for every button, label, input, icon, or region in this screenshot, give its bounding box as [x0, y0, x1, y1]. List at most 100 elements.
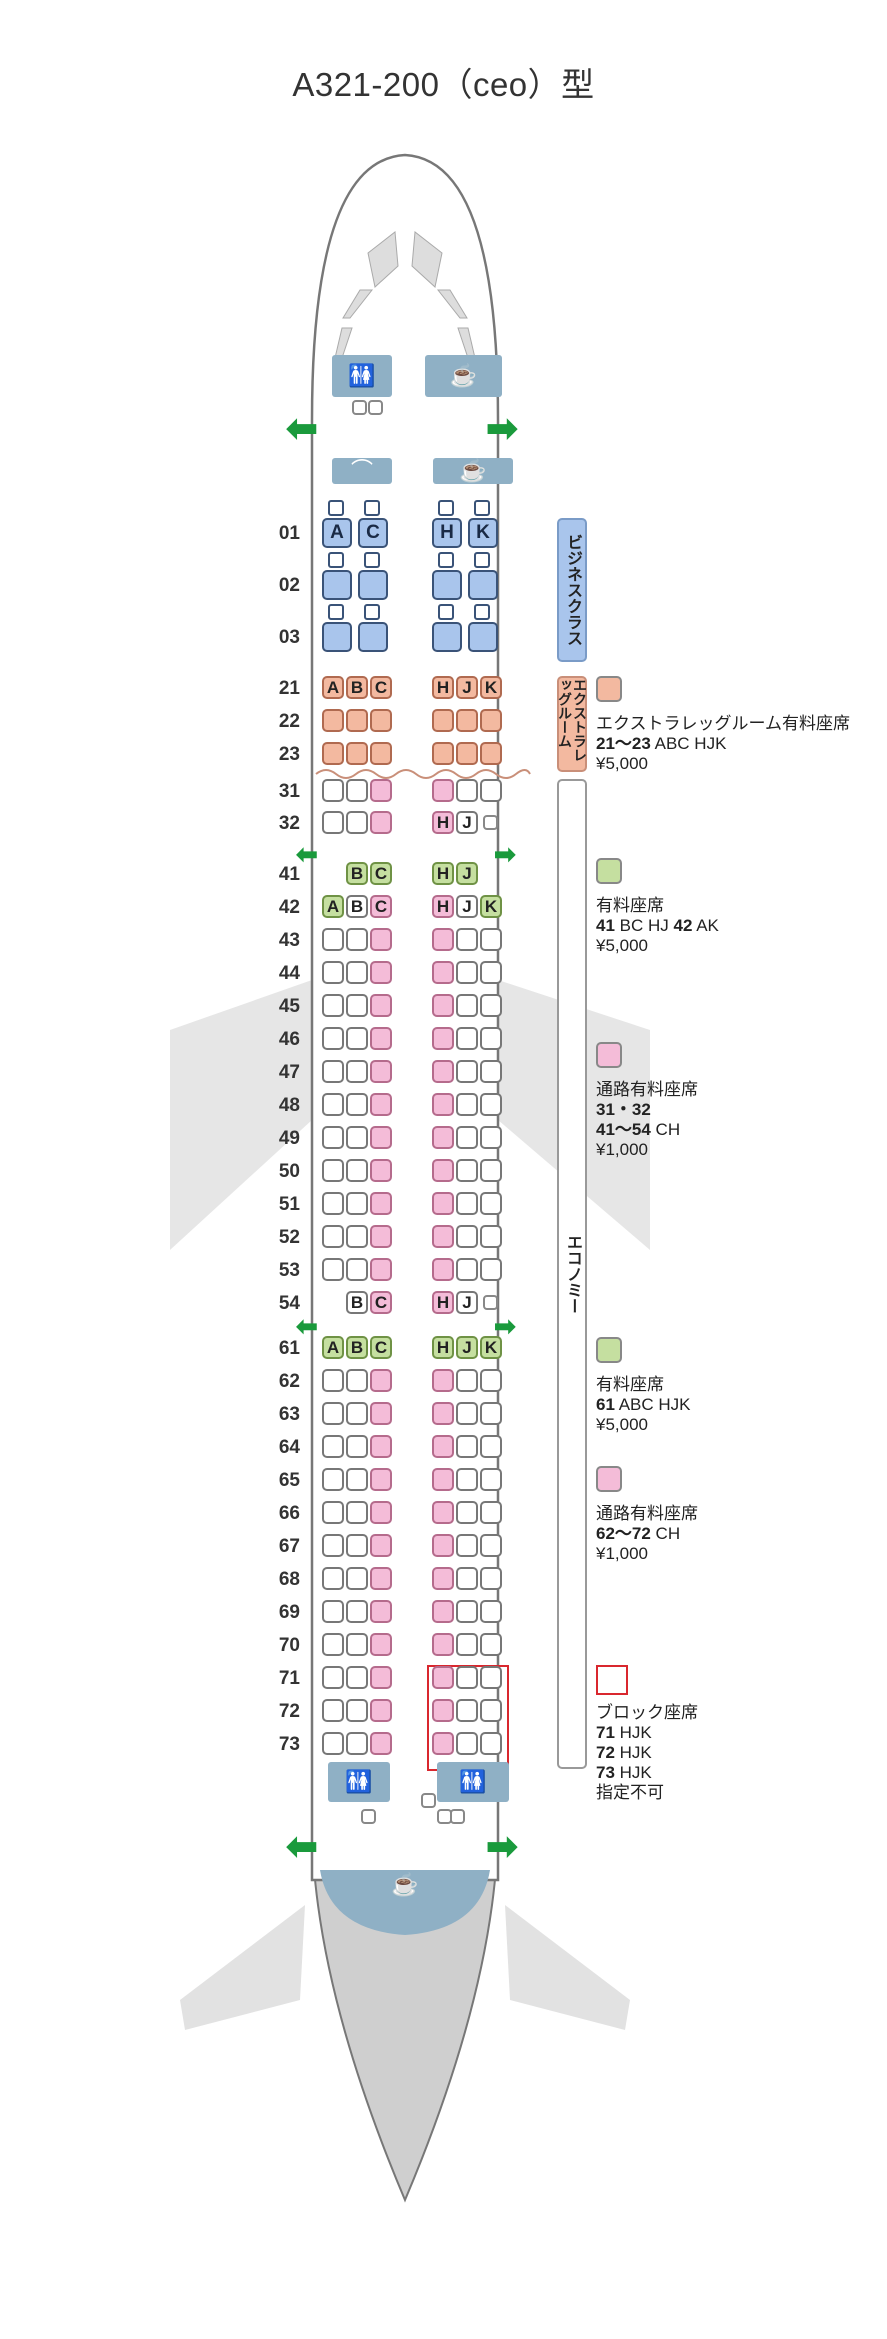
row-number: 61	[278, 1338, 300, 1359]
business-seat	[432, 570, 462, 600]
seat	[346, 779, 368, 802]
seat	[346, 928, 368, 951]
page-title: A321-200（ceo）型	[292, 66, 595, 103]
legend-swatch	[596, 1042, 622, 1068]
seat	[432, 1159, 454, 1182]
seat	[480, 1192, 502, 1215]
row-number: 32	[278, 813, 300, 834]
legend-line: 72 HJK	[596, 1743, 698, 1763]
legend-segment: CH	[650, 1524, 681, 1543]
seat: J	[456, 811, 478, 834]
seat	[456, 1435, 478, 1458]
seat	[480, 1093, 502, 1116]
seat	[370, 1666, 392, 1689]
seat	[370, 1225, 392, 1248]
galley-2: ☕	[433, 458, 513, 484]
seat	[480, 928, 502, 951]
seat	[432, 961, 454, 984]
seat	[322, 1666, 344, 1689]
row-number: 44	[278, 963, 300, 984]
legend-segment: 21～23	[596, 734, 651, 753]
seat	[322, 1435, 344, 1458]
seat	[322, 779, 344, 802]
seat	[346, 1369, 368, 1392]
legend-segment: 通路有料座席	[596, 1080, 698, 1099]
seat	[456, 1567, 478, 1590]
legend-line: 通路有料座席	[596, 1080, 698, 1100]
legend-line: 有料座席	[596, 896, 719, 916]
business-seat	[468, 622, 498, 652]
seat: H	[432, 895, 454, 918]
row-number: 70	[278, 1635, 300, 1656]
legend-segment: 有料座席	[596, 896, 664, 915]
seat	[370, 1699, 392, 1722]
seat	[322, 1732, 344, 1755]
seat: H	[432, 676, 454, 699]
seat	[432, 1402, 454, 1425]
seat	[322, 961, 344, 984]
seat	[346, 1534, 368, 1557]
seat	[480, 742, 502, 765]
seat	[456, 1192, 478, 1215]
row-number: 51	[278, 1194, 300, 1215]
seat	[456, 994, 478, 1017]
seat	[322, 1633, 344, 1656]
exit-arrow-icon: ⬅	[286, 1826, 318, 1868]
seat: J	[456, 895, 478, 918]
seat	[480, 1732, 502, 1755]
exit-arrow-icon: ➡	[486, 408, 518, 450]
seat-backrest	[474, 500, 490, 516]
legend-segment: 通路有料座席	[596, 1504, 698, 1523]
seat	[370, 1468, 392, 1491]
seat: K	[480, 1336, 502, 1359]
seat	[346, 1699, 368, 1722]
closet: ⌒	[332, 458, 392, 484]
legend-segment: 62～72	[596, 1524, 651, 1543]
seat	[346, 742, 368, 765]
seat	[370, 1192, 392, 1215]
seat	[480, 1633, 502, 1656]
coffee-cup-icon: ☕	[449, 363, 478, 388]
seat	[456, 709, 478, 732]
seat	[346, 1225, 368, 1248]
exit-arrow-icon: ➡	[486, 1826, 518, 1868]
seat: J	[456, 1291, 478, 1314]
seat	[346, 1600, 368, 1623]
row-number: 67	[278, 1536, 300, 1557]
seat	[480, 1027, 502, 1050]
seat	[346, 1567, 368, 1590]
cockpit-window	[411, 231, 443, 288]
seat	[346, 1093, 368, 1116]
legend-line: 指定不可	[596, 1783, 698, 1803]
seat-backrest	[364, 604, 380, 620]
seat	[346, 1159, 368, 1182]
seat	[456, 1027, 478, 1050]
business-seat	[358, 570, 388, 600]
cabin-divider	[315, 769, 531, 779]
row-number: 43	[278, 930, 300, 951]
legend-line: 61 ABC HJK	[596, 1395, 691, 1415]
seat	[370, 811, 392, 834]
legend-line: エクストラレッグルーム有料座席	[596, 714, 850, 734]
seat	[322, 811, 344, 834]
seat	[370, 1567, 392, 1590]
row-number: 53	[278, 1260, 300, 1281]
business-seat: H	[432, 518, 462, 548]
seat	[480, 1369, 502, 1392]
seat	[322, 1369, 344, 1392]
seat	[480, 1402, 502, 1425]
seat	[432, 1027, 454, 1050]
seat: A	[322, 895, 344, 918]
seat	[432, 709, 454, 732]
row-number: 64	[278, 1437, 300, 1458]
seat	[432, 742, 454, 765]
legend-swatch	[596, 1337, 622, 1363]
legend-segment: AK	[692, 916, 719, 935]
legend-line: 71 HJK	[596, 1723, 698, 1743]
legend-line: ¥5,000	[596, 936, 719, 956]
row-number: 69	[278, 1602, 300, 1623]
